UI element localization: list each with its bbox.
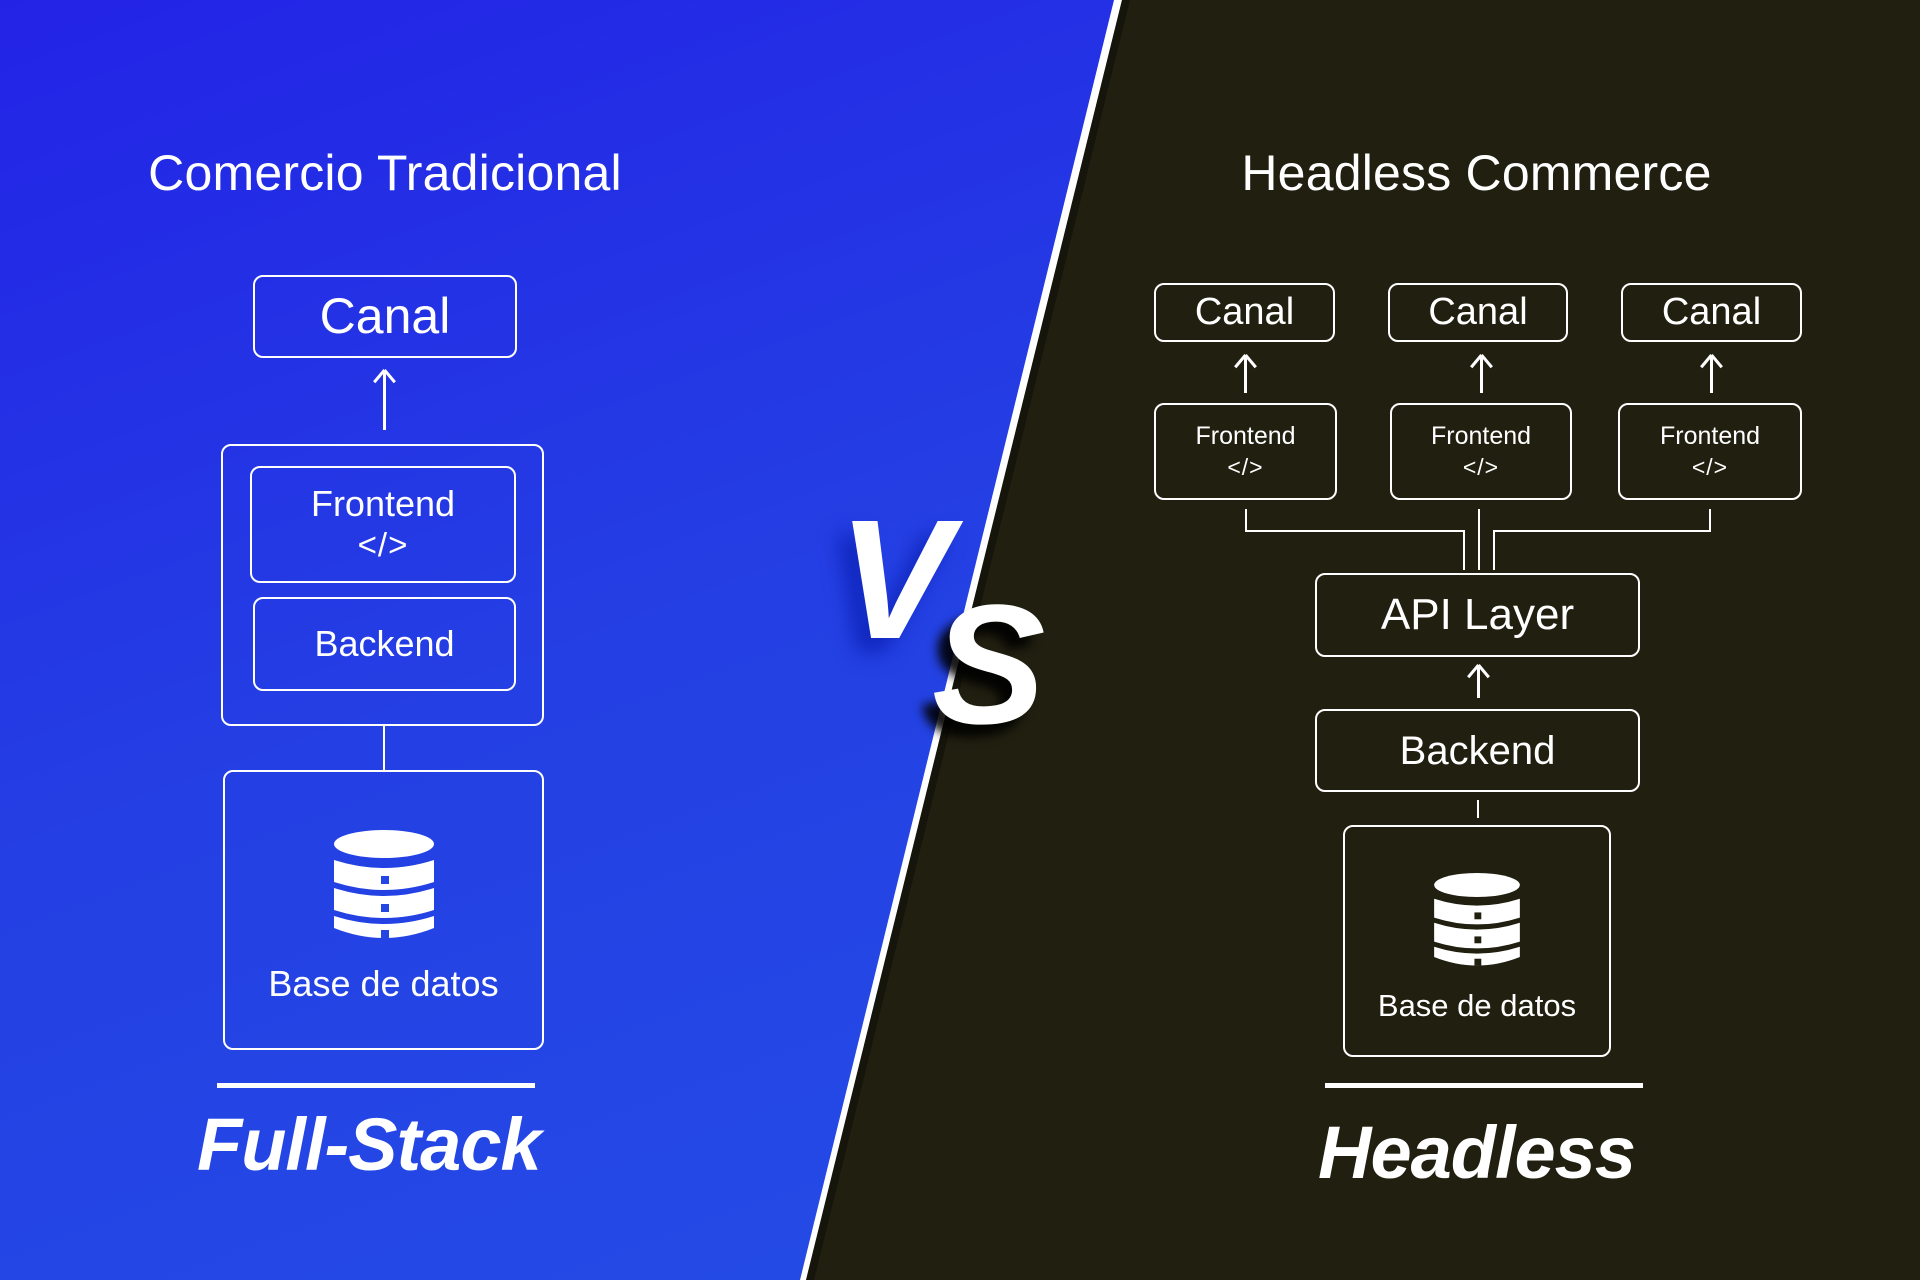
fullstack-underline <box>217 1083 535 1088</box>
database-label: Base de datos <box>268 963 499 1004</box>
canal-box: Canal <box>253 275 517 358</box>
database-box: Base de datos <box>223 770 544 1050</box>
connector-left-horizontal <box>1245 530 1465 532</box>
frontend-box-2: Frontend </> <box>1390 403 1572 500</box>
canal-label-3: Canal <box>1661 290 1762 333</box>
code-icon-2: </> <box>1462 453 1500 480</box>
database-label-headless: Base de datos <box>1377 988 1577 1023</box>
frontend-label-3: Frontend <box>1659 422 1761 451</box>
backend-box-headless: Backend <box>1315 709 1640 792</box>
frontend-label-1: Frontend <box>1195 422 1296 451</box>
frontend-box: Frontend </> <box>250 466 516 583</box>
arrow-up-icon-api <box>1477 665 1480 698</box>
frontend-box-1: Frontend </> <box>1154 403 1337 500</box>
vs-letter-v: V <box>838 485 952 675</box>
canal-label: Canal <box>319 288 451 344</box>
frontend-label-2: Frontend <box>1430 422 1532 451</box>
connector-right-drop <box>1493 530 1495 570</box>
canal-label-2: Canal <box>1428 290 1528 333</box>
canal-box-1: Canal <box>1154 283 1335 342</box>
connector-line <box>383 726 385 770</box>
database-icon <box>333 830 434 938</box>
code-icon: </> <box>357 527 409 565</box>
connector-right-vertical <box>1709 509 1711 532</box>
canal-box-2: Canal <box>1388 283 1568 342</box>
connector-left-drop <box>1463 530 1465 570</box>
api-layer-label: API Layer <box>1380 589 1575 639</box>
database-box-headless: Base de datos <box>1343 825 1611 1057</box>
backend-label: Backend <box>314 623 455 665</box>
arrow-up-icon-3 <box>1710 355 1713 393</box>
arrow-up-icon-1 <box>1244 355 1247 393</box>
vs-letter-s: S <box>932 570 1046 760</box>
arrow-up-icon-2 <box>1480 355 1483 393</box>
fullstack-label: Full-Stack <box>197 1103 542 1186</box>
canal-label-1: Canal <box>1194 290 1295 333</box>
arrow-up-icon <box>383 370 386 430</box>
database-icon <box>1434 873 1520 966</box>
connector-left-vertical <box>1245 509 1247 532</box>
fullstack-container <box>221 444 544 726</box>
backend-box: Backend <box>253 597 516 691</box>
headless-underline <box>1325 1083 1643 1088</box>
headless-title: Headless Commerce <box>1241 145 1712 201</box>
connector-middle-vertical <box>1478 509 1480 570</box>
backend-label-headless: Backend <box>1399 728 1556 773</box>
frontend-label: Frontend <box>310 483 456 525</box>
headless-label: Headless <box>1318 1111 1636 1194</box>
traditional-title: Comercio Tradicional <box>148 145 622 201</box>
frontend-box-3: Frontend </> <box>1618 403 1802 500</box>
connector-right-horizontal <box>1493 530 1711 532</box>
canal-box-3: Canal <box>1621 283 1802 342</box>
code-icon-1: </> <box>1227 453 1264 480</box>
api-layer-box: API Layer <box>1315 573 1640 657</box>
connector-backend-db <box>1477 800 1479 818</box>
code-icon-3: </> <box>1691 453 1729 480</box>
